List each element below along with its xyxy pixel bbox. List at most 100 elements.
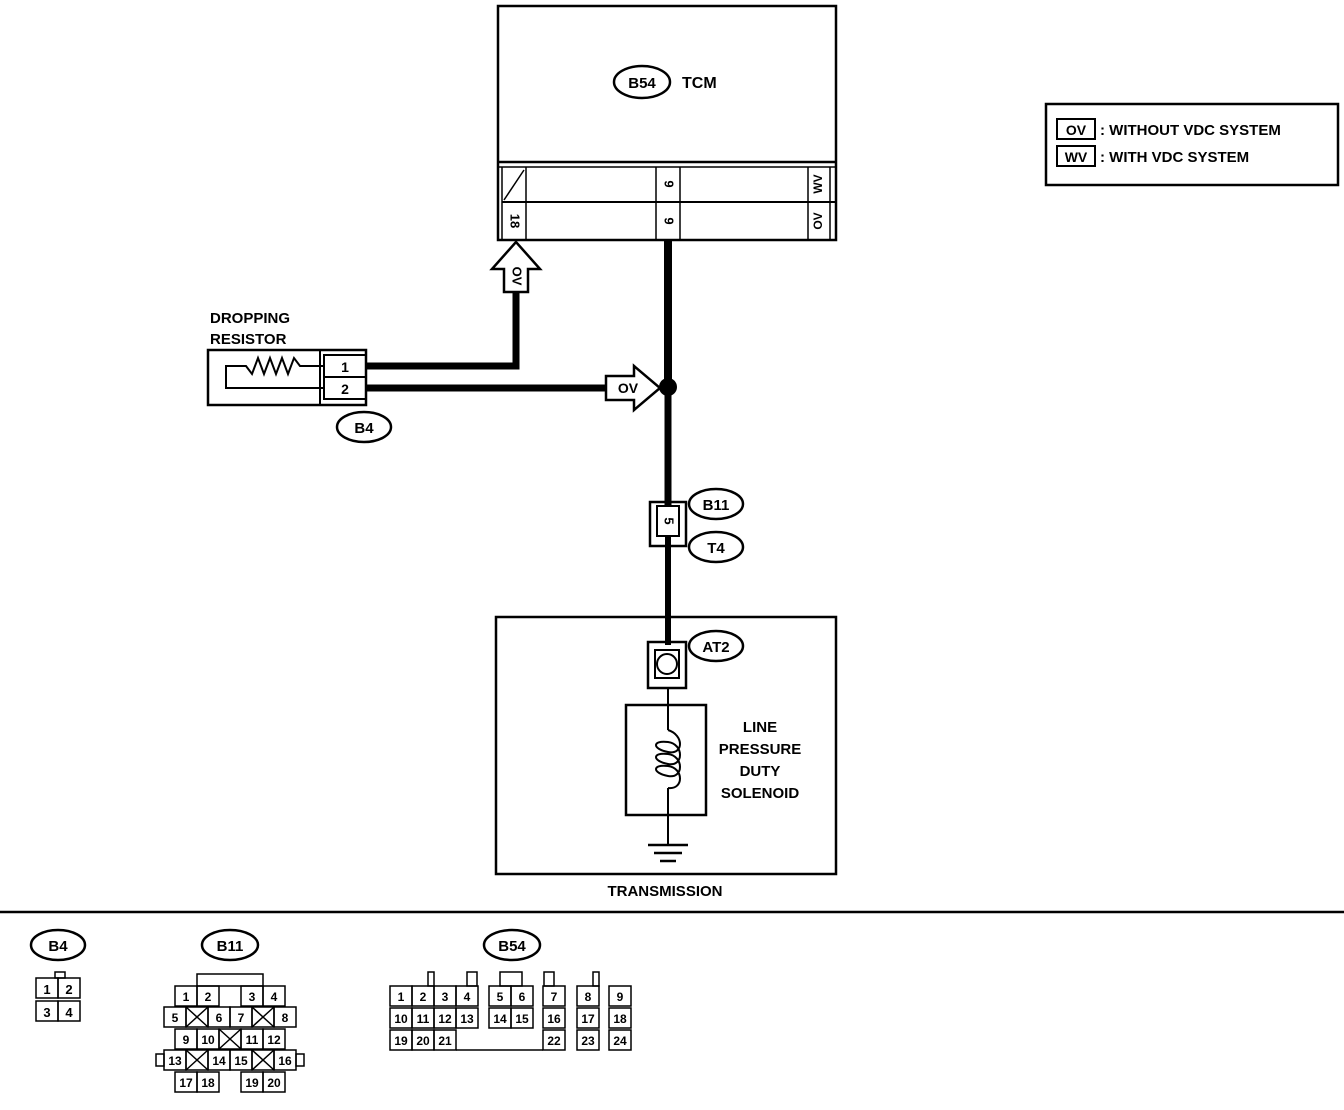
solenoid-coil [655,729,681,790]
resistor-connector-id: B4 [354,420,374,437]
legend-ov-tag: OV [1066,122,1087,138]
b54-pin: 13 [460,1012,474,1026]
b54-pin: 10 [394,1012,408,1026]
connector-view-b4: B4 1 2 3 4 [29,928,87,1022]
t4-badge [687,530,745,564]
b11-pin: 2 [205,990,212,1004]
b11-pin: 15 [234,1054,248,1068]
b54-pin: 17 [581,1012,595,1026]
tcm-connector-id: B54 [628,75,656,92]
b4-pin: 3 [43,1005,50,1020]
b11-pin: 20 [267,1076,281,1090]
solenoid-box [624,703,708,817]
b54-pin: 12 [438,1012,452,1026]
connector-view-b11-title: B11 [217,938,244,955]
tcm-module: B54 TCM 9 9 18 WV OV [496,4,838,242]
solenoid-label-4: SOLENOID [721,785,800,802]
b11-pin: 19 [245,1076,259,1090]
b4-pin: 2 [65,982,72,997]
resistor-title-line1: DROPPING [210,310,290,327]
solenoid-label-2: PRESSURE [719,741,802,758]
b11-pin: 7 [238,1011,245,1025]
resistor-title-line2: RESISTOR [210,331,287,348]
b54-pin: 24 [613,1034,627,1048]
legend-ov-text: : WITHOUT VDC SYSTEM [1100,122,1281,139]
ov-arrow-right-label: OV [618,380,639,396]
b54-pin: 19 [394,1034,408,1048]
connector-view-b54-title: B54 [498,938,526,955]
b54-pin: 11 [417,1012,430,1026]
splice-point [659,378,677,396]
tcm-pin-18: 18 [508,214,523,228]
b11-pin: 17 [179,1076,193,1090]
b11-pin: 12 [267,1033,281,1047]
b54-pin: 3 [442,990,449,1004]
b54-pin: 8 [585,990,592,1004]
b11-pin: 18 [201,1076,215,1090]
b11-pin: 1 [183,990,190,1004]
b54-pin: 16 [547,1012,561,1026]
b4-pin: 1 [43,982,50,997]
tcm-pin-9-ov: 9 [662,217,677,224]
b11-pin: 6 [216,1011,223,1025]
legend-wv-tag-box [1056,145,1096,167]
connector-view-b4-title: B4 [48,938,68,955]
blank-pin-cross [185,1006,209,1028]
solenoid-label-3: DUTY [740,763,781,780]
tcm-label: TCM [682,75,717,92]
solenoid-label-1: LINE [743,719,777,736]
b54-pin: 2 [420,990,427,1004]
b54-pin: 14 [493,1012,507,1026]
b11-pin: 14 [212,1054,226,1068]
b11-pin: 5 [172,1011,179,1025]
b54-pin: 23 [581,1034,595,1048]
blank-pin-cross [185,1049,209,1071]
empty-pin-slash [503,169,525,201]
b54-pin: 9 [617,990,624,1004]
b11-badge [687,487,745,521]
resistor-pin-2: 2 [341,381,349,397]
b11-pin: 10 [201,1033,215,1047]
resistor-symbol [225,355,324,389]
tcm-connector-badge [612,64,672,100]
ov-arrow-up: OV [489,240,543,294]
transmission-box: TRANSMISSION AT2 LINE PRESSURE DUTY SOLE… [494,615,838,900]
b11-pin: 11 [246,1033,259,1047]
resistor-connector-badge [335,410,393,444]
b54-pin: 6 [519,990,526,1004]
legend-box: OV : WITHOUT VDC SYSTEM WV : WITH VDC SY… [1044,102,1340,187]
legend-wv-tag: WV [1065,149,1088,165]
blank-pin-cross [251,1049,275,1071]
b54-pin: 22 [547,1034,561,1048]
transmission-label: TRANSMISSION [607,883,722,900]
b11-pin: 16 [278,1054,292,1068]
t4-label: T4 [707,540,725,557]
b54-pin: 1 [398,990,405,1004]
b11-pin: 3 [249,990,256,1004]
b54-pin: 18 [613,1012,627,1026]
b11-pin: 13 [168,1054,182,1068]
b54-pin: 20 [416,1034,430,1048]
blank-pin-cross [218,1028,242,1050]
tcm-tag-wv: WV [811,174,825,193]
at2-label: AT2 [702,639,729,656]
legend-wv-text: : WITH VDC SYSTEM [1100,149,1249,166]
dropping-resistor: DROPPING RESISTOR 1 2 B4 [206,310,393,444]
b54-pin: 7 [551,990,558,1004]
b11-pin: 9 [183,1033,190,1047]
b11-pin: 8 [282,1011,289,1025]
tcm-pin-9-wv: 9 [662,180,677,187]
ov-arrow-up-label: OV [510,267,525,286]
joint-connector: 5 B11 T4 [648,487,745,564]
b11-pin: 4 [271,990,278,1004]
b11-label: B11 [703,497,730,514]
b54-pin: 15 [515,1012,529,1026]
resistor-pin-1: 1 [341,359,349,375]
b54-pin: 5 [497,990,504,1004]
blank-pin-cross [251,1006,275,1028]
legend-ov-tag-box [1056,118,1096,140]
ov-arrow-right: OV [604,363,662,413]
b54-pin: 4 [464,990,471,1004]
